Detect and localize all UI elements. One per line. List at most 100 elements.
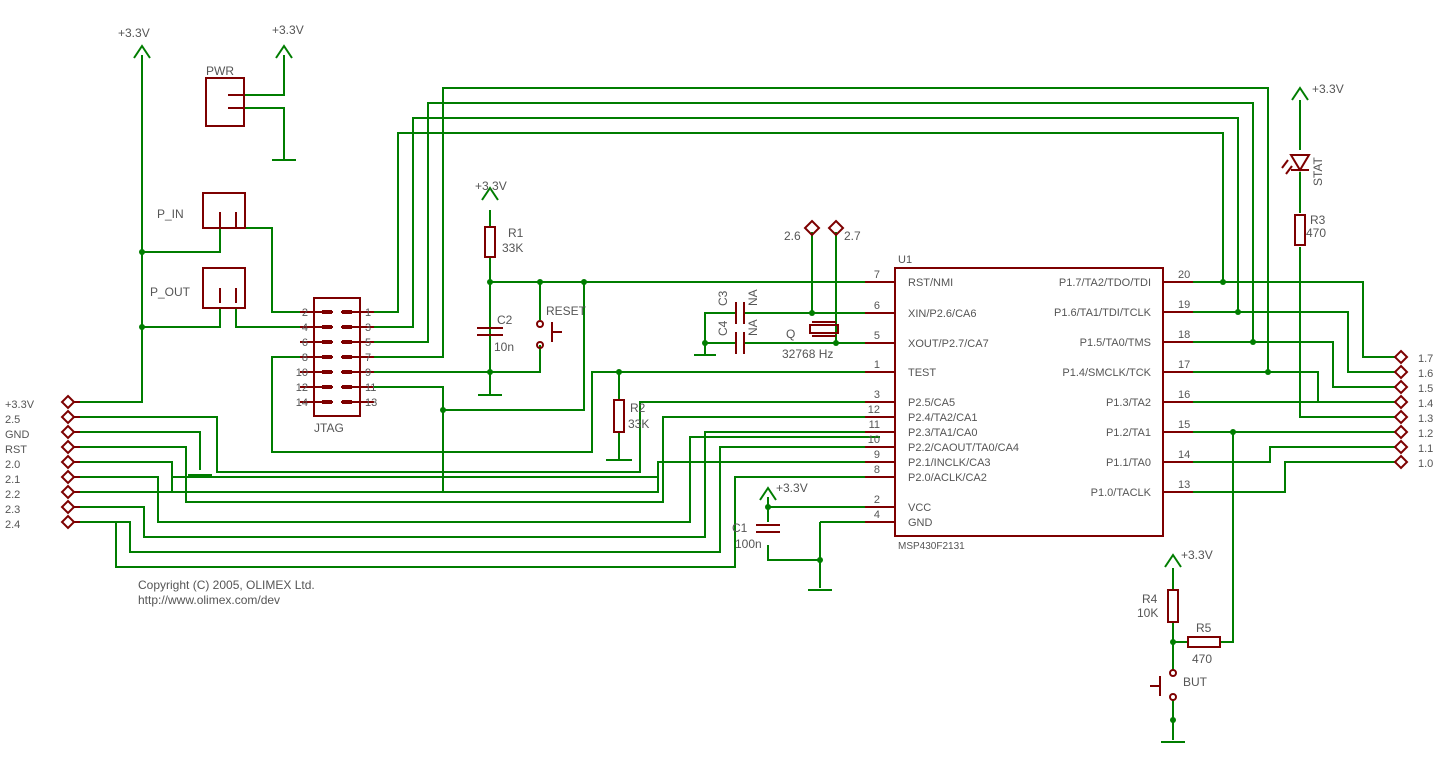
ic-pin-number: 8 [874,464,880,476]
ic-name: U1 [898,254,912,266]
ic-pin-number: 19 [1178,299,1190,311]
jtag-pin-number: 12 [296,382,308,394]
q-value: 32768 Hz [782,347,833,361]
p-out-label: P_OUT [150,285,191,299]
connector-label: 1.1 [1418,443,1433,455]
connector-label: 1.2 [1418,428,1433,440]
c2-name: C2 [497,313,513,327]
q-name: Q [786,327,795,341]
connector-pad [60,439,76,455]
ic-pin-number: 2 [874,494,880,506]
jtag-pin-number: 5 [365,337,371,349]
ic-pin-number: 9 [874,449,880,461]
ic-left-pins: 7RST/NMI6XIN/P2.6/CA65XOUT/P2.7/CA71TEST… [865,269,1019,529]
p-in-connector: P_IN [157,192,246,229]
jtag-pin-number: 4 [302,322,308,334]
c3-name: C3 [716,290,730,306]
jtag-pin-number: 8 [302,352,308,364]
ic-pin-number: 7 [874,269,880,281]
ic-pin-label: VCC [908,502,931,514]
connector-pad [1393,349,1409,365]
ic-pin-number: 3 [874,389,880,401]
connector-pad [60,499,76,515]
ic-right-pins: 20P1.7/TA2/TDO/TDI19P1.6/TA1/TDI/TCLK18P… [1054,269,1193,499]
p-in-label: P_IN [157,207,184,221]
test-points: 2.6 2.7 [784,219,861,243]
wires [80,55,1395,740]
connector-label: 1.6 [1418,368,1433,380]
ic-pin-label: P2.0/ACLK/CA2 [908,472,987,484]
connector-label: 1.7 [1418,353,1433,365]
connector-pad [60,409,76,425]
connector-label: GND [5,429,30,441]
ic-pin-label: P2.2/CAOUT/TA0/CA4 [908,442,1019,454]
ic-pin-label: XIN/P2.6/CA6 [908,308,976,320]
resistor-r3: R3 470 [1294,213,1326,246]
ic-pin-number: 18 [1178,329,1190,341]
ic-pin-label: P1.5/TA0/TMS [1080,337,1151,349]
vcc-label: +3.3V [1312,82,1344,96]
connector-pad [60,484,76,500]
connector-label: 2.0 [5,459,20,471]
connector-label: 1.4 [1418,398,1433,410]
ic-pin-number: 10 [868,434,880,446]
jtag-pin-number: 3 [365,322,371,334]
jtag-pin-number: 6 [302,337,308,349]
jtag-label: JTAG [314,421,344,435]
connector-label: 1.5 [1418,383,1433,395]
ic-pin-number: 1 [874,359,880,371]
r1-value: 33K [502,241,523,255]
connector-pad [60,394,76,410]
ic-pin-number: 17 [1178,359,1190,371]
connector-pad [1393,364,1409,380]
ic-pin-label: P2.4/TA2/CA1 [908,412,978,424]
ic-pin-number: 12 [868,404,880,416]
connector-pad [1393,394,1409,410]
vcc-label: +3.3V [776,481,808,495]
capacitor-c2: C2 10n [477,313,514,354]
connector-label: 1.3 [1418,413,1433,425]
ground-symbols [188,159,1185,743]
ic-pin-label: P1.0/TACLK [1091,487,1152,499]
ic-u1: U1 MSP430F2131 7RST/NMI6XIN/P2.6/CA65XOU… [865,254,1193,552]
ic-pin-label: P1.7/TA2/TDO/TDI [1059,277,1151,289]
ic-pin-number: 13 [1178,479,1190,491]
right-connector: 1.71.61.51.41.31.21.11.0 [1393,349,1433,470]
p-out-connector: P_OUT [150,267,246,309]
capacitor-c4: C4 NA [716,319,760,354]
jtag-pin-number: 11 [365,382,376,394]
c4-value: NA [746,319,760,336]
switch-reset: RESET [536,304,587,349]
ic-pin-label: XOUT/P2.7/CA7 [908,338,989,350]
vcc-label: +3.3V [118,26,150,40]
connector-label: +3.3V [5,399,35,411]
ic-pin-number: 16 [1178,389,1190,401]
connector-label: 2.1 [5,474,20,486]
ic-pin-label: P2.3/TA1/CA0 [908,427,978,439]
c1-value: 100n [735,537,762,551]
r4-name: R4 [1142,592,1158,606]
connector-pad [60,469,76,485]
tp-27-label: 2.7 [844,229,861,243]
jtag-pin-number: 7 [365,352,371,364]
c1-name: C1 [732,521,748,535]
vcc-label: +3.3V [1181,548,1213,562]
connector-pad [1393,424,1409,440]
ic-pin-label: P1.3/TA2 [1106,397,1151,409]
switch-but: BUT [1150,669,1208,701]
connector-pad [60,514,76,530]
ic-pin-label: P1.2/TA1 [1106,427,1151,439]
ic-pin-number: 4 [874,509,880,521]
vcc-label: +3.3V [475,179,507,193]
ic-pin-label: P2.5/CA5 [908,397,955,409]
ic-pin-label: P1.1/TA0 [1106,457,1151,469]
ic-pin-number: 6 [874,300,880,312]
connector-label: 2.4 [5,519,20,531]
connector-label: 2.5 [5,414,20,426]
c3-value: NA [746,289,760,306]
junctions [139,249,1271,723]
resistor-r5: R5 470 [1187,621,1221,666]
r2-value: 33K [628,417,649,431]
